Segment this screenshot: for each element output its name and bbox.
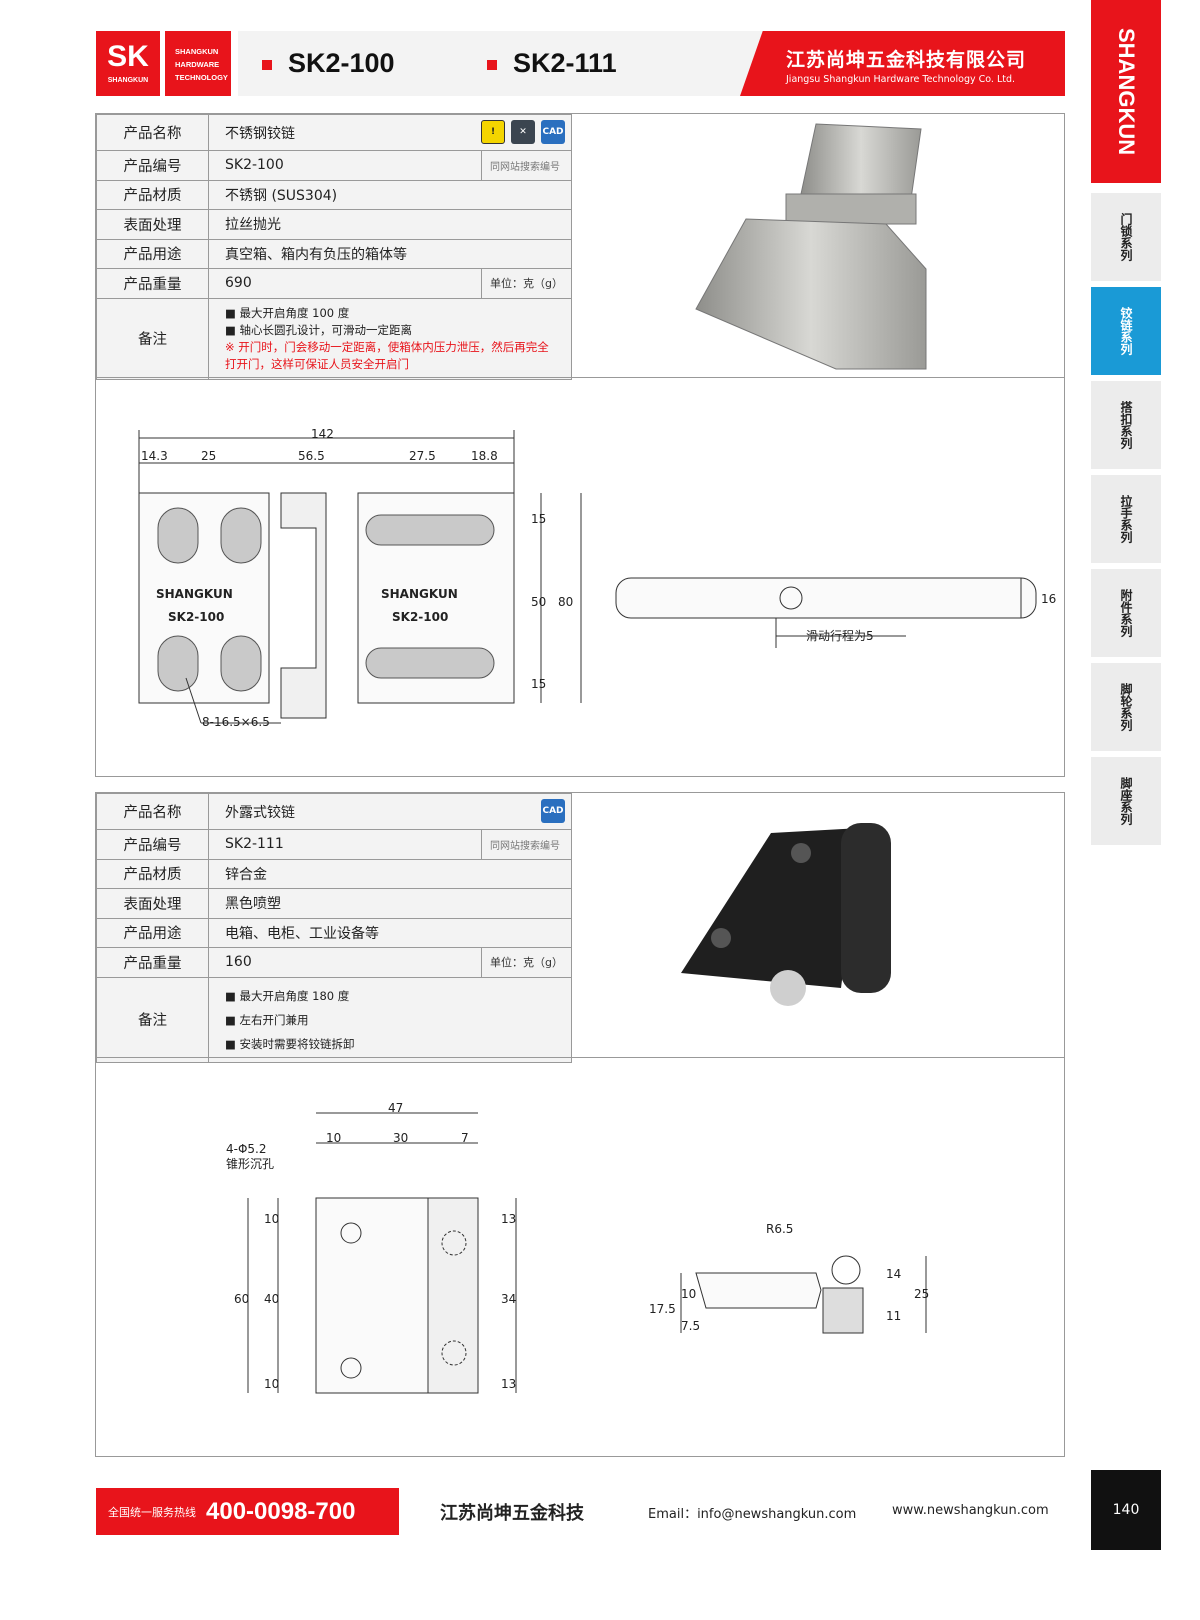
side-tab[interactable]: 脚轮系列 xyxy=(1091,663,1161,751)
dim-label: 8-16.5×6.5 xyxy=(202,715,270,729)
page-number: 140 xyxy=(1091,1470,1161,1550)
dim-label: 7 xyxy=(461,1131,469,1145)
technical-drawing-sk2-100: 142 14.3 25 56.5 27.5 18.8 15 50 15 80 8… xyxy=(138,427,1056,729)
engraving: SK2-100 xyxy=(392,610,448,624)
engraving: SHANGKUN xyxy=(381,587,458,601)
cad-icon[interactable]: CAD xyxy=(541,120,565,144)
footer-email[interactable]: Email：info@newshangkun.com xyxy=(648,1507,857,1522)
dim-label: 14.3 xyxy=(141,449,168,463)
model-title: SK2-111 xyxy=(487,48,617,79)
dim-label: 锥形沉孔 xyxy=(226,1157,274,1171)
dim-label: 14 xyxy=(886,1267,901,1281)
footer-company: 江苏尚坤五金科技 xyxy=(440,1503,584,1524)
dim-label: 13 xyxy=(501,1212,516,1226)
drawing-section-2: 47 10 30 7 4-Φ5.2 锥形沉孔 10 40 10 60 13 34… xyxy=(95,1057,1065,1457)
header-bar xyxy=(238,31,838,96)
dim-label: 34 xyxy=(501,1292,516,1306)
dim-label: 滑动行程为5 xyxy=(806,628,874,643)
dim-label: 60 xyxy=(234,1292,249,1306)
dim-label: 15 xyxy=(531,677,546,691)
dim-label: 56.5 xyxy=(298,449,325,463)
dim-label: 7.5 xyxy=(681,1319,700,1333)
dim-label: 10 xyxy=(264,1377,279,1391)
dim-label: 25 xyxy=(201,449,216,463)
engraving: SK2-100 xyxy=(168,610,224,624)
footer-website[interactable]: www.newshangkun.com xyxy=(892,1503,1049,1518)
dim-label: 25 xyxy=(914,1287,929,1301)
dim-label: 10 xyxy=(326,1131,341,1145)
cad-icon[interactable]: CAD xyxy=(541,799,565,823)
hotline-number[interactable]: 400-0098-700 xyxy=(206,1497,356,1525)
dim-label: 40 xyxy=(264,1292,279,1306)
dim-label: 11 xyxy=(886,1309,901,1323)
model-title: SK2-100 xyxy=(262,48,395,79)
product-photo-sk2-100 xyxy=(695,123,927,370)
warning-icon: ! xyxy=(481,120,505,144)
product-photo-sk2-111 xyxy=(681,823,891,1006)
dim-label: 13 xyxy=(501,1377,516,1391)
dim-label: 142 xyxy=(311,427,334,441)
side-tab[interactable]: 门锁系列 xyxy=(1091,193,1161,281)
engraving: SHANGKUN xyxy=(156,587,233,601)
dim-label: 16 xyxy=(1041,592,1056,606)
side-tab[interactable]: 拉手系列 xyxy=(1091,475,1161,563)
dim-label: 4-Φ5.2 xyxy=(226,1142,267,1156)
side-tab[interactable]: 脚座系列 xyxy=(1091,757,1161,845)
side-brand: SHANGKUN xyxy=(1091,0,1161,183)
drawing-section-1: 142 14.3 25 56.5 27.5 18.8 15 50 15 80 8… xyxy=(95,377,1065,777)
dim-label: 18.8 xyxy=(471,449,498,463)
side-tab[interactable]: 搭扣系列 xyxy=(1091,381,1161,469)
technical-drawing-sk2-111: 47 10 30 7 4-Φ5.2 锥形沉孔 10 40 10 60 13 34… xyxy=(226,1101,929,1394)
dim-label: 50 xyxy=(531,595,546,609)
dim-label: 47 xyxy=(388,1101,403,1115)
dim-label: 27.5 xyxy=(409,449,436,463)
dim-label: 17.5 xyxy=(649,1302,676,1316)
dim-label: 80 xyxy=(558,595,573,609)
dim-label: R6.5 xyxy=(766,1222,793,1236)
side-tab[interactable]: 附件系列 xyxy=(1091,569,1161,657)
dim-label: 10 xyxy=(264,1212,279,1226)
dim-label: 30 xyxy=(393,1131,408,1145)
tool-icon: ✕ xyxy=(511,120,535,144)
dim-label: 10 xyxy=(681,1287,696,1301)
dim-label: 15 xyxy=(531,512,546,526)
side-tab-active[interactable]: 铰链系列 xyxy=(1091,287,1161,375)
